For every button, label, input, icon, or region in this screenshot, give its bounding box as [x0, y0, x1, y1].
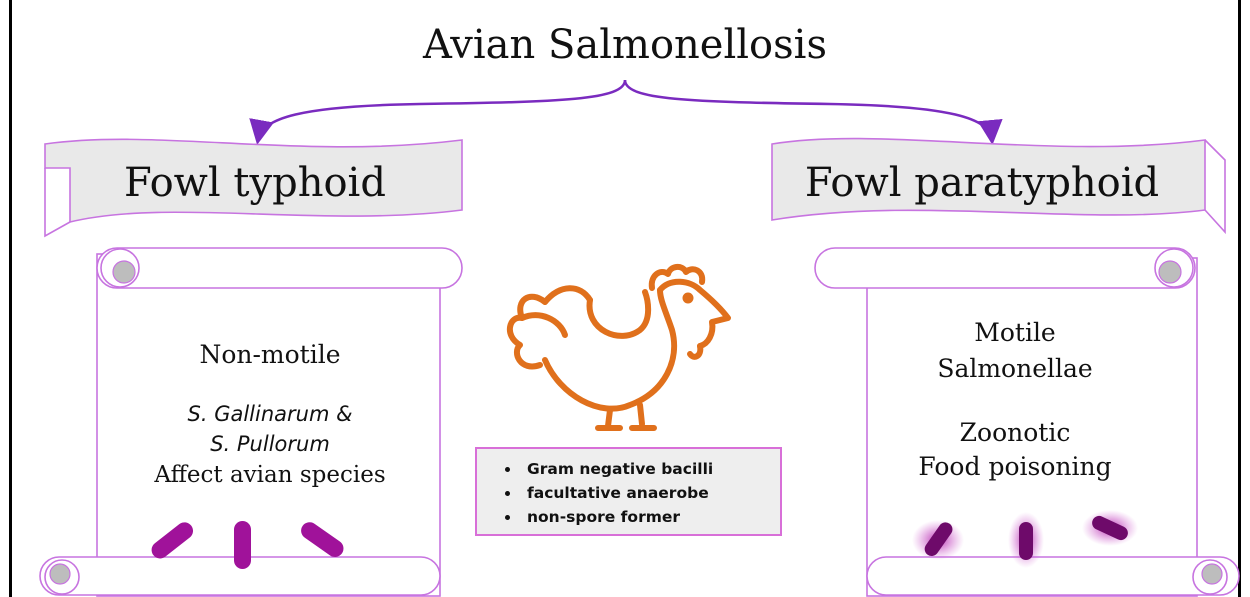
- feature-item: non-spore former: [521, 505, 780, 529]
- rooster-icon: [510, 267, 728, 428]
- fowl-typhoid-label: Fowl typhoid: [70, 160, 440, 206]
- left-species-line-2: S. Pullorum: [110, 432, 430, 456]
- left-species-line-1: S. Gallinarum &: [110, 402, 430, 426]
- right-zoonotic-line-1: Zoonotic: [855, 418, 1175, 447]
- left-affect-text: Affect avian species: [100, 462, 440, 488]
- feature-item: facultative anaerobe: [521, 481, 780, 505]
- features-box: Gram negative bacilli facultative anaero…: [475, 447, 782, 536]
- rod-bacterium: [234, 521, 251, 569]
- feature-item: Gram negative bacilli: [521, 457, 780, 481]
- fowl-paratyphoid-label: Fowl paratyphoid: [772, 160, 1192, 206]
- diagram-title: Avian Salmonellosis: [300, 22, 950, 68]
- arrow-to-fowl-typhoid: [258, 80, 625, 140]
- flagellated-bacterium: [1019, 522, 1033, 560]
- right-zoonotic-line-2: Food poisoning: [855, 452, 1175, 481]
- right-motility-line-2: Salmonellae: [855, 354, 1175, 383]
- left-motility-text: Non-motile: [110, 340, 430, 369]
- right-motility-line-1: Motile: [855, 318, 1175, 347]
- features-list: Gram negative bacilli facultative anaero…: [477, 449, 780, 529]
- arrow-to-fowl-paratyphoid: [625, 80, 992, 140]
